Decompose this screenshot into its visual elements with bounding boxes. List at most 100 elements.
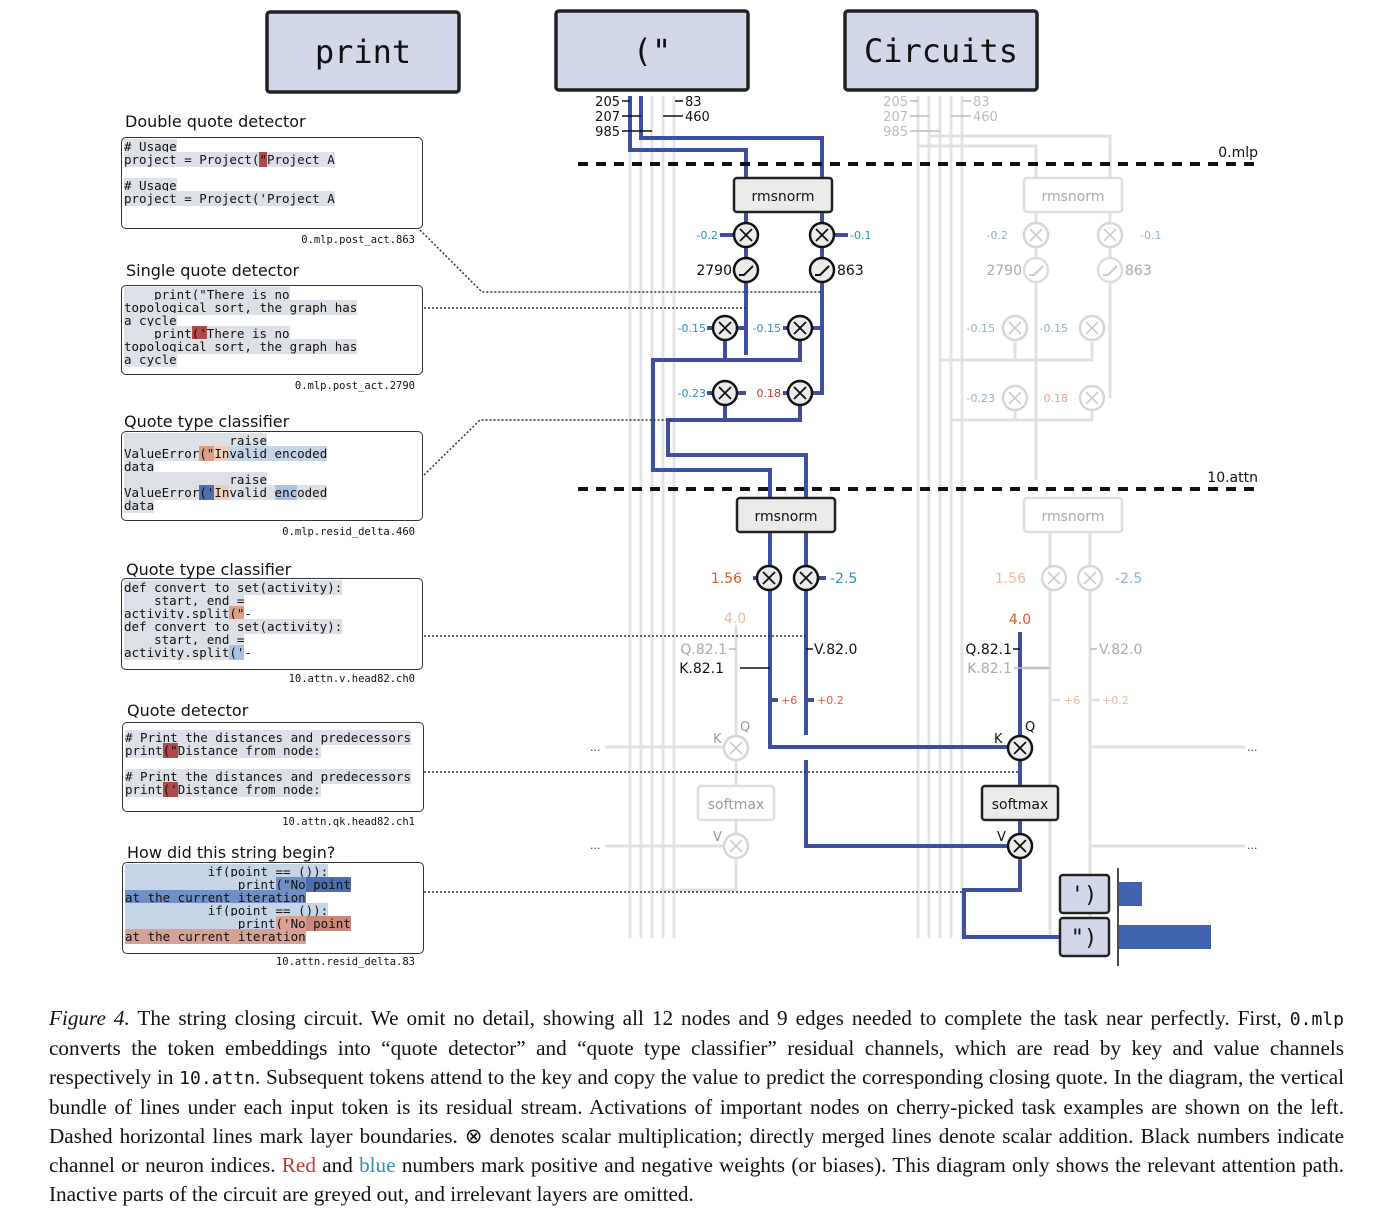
- code-line: data: [124, 498, 155, 513]
- mul-node-attn-v[interactable]: [792, 564, 820, 592]
- k-label-inactive: K: [713, 732, 722, 747]
- residual-stream-token-1: [628, 96, 676, 938]
- caption-text: and: [315, 1153, 360, 1177]
- weight-out-2a-inactive: -0.23: [967, 392, 995, 405]
- rmsnorm-label: rmsnorm: [1041, 509, 1104, 525]
- mul-node-mlp-out-1b[interactable]: [786, 314, 814, 342]
- token-highlight: (': [199, 485, 215, 500]
- code-line: def convert to set(activity):: [124, 619, 343, 634]
- token-highlight: ('No: [275, 916, 306, 931]
- token-highlight: at the current iteration: [125, 890, 306, 905]
- token-label: (": [633, 32, 672, 70]
- mul-node-mlp-out-2a[interactable]: [711, 379, 739, 407]
- neuron-label-2790-inactive: 2790: [986, 263, 1022, 279]
- rmsnorm-label: rmsnorm: [751, 189, 814, 205]
- output-prob-bar-1: [1119, 925, 1211, 949]
- code-line: Distance from node:: [177, 743, 321, 758]
- mul-node-mlp-in-b[interactable]: [808, 221, 836, 249]
- code-line: data: [124, 459, 155, 474]
- mul-node-v-inactive: [722, 832, 750, 860]
- output-token-1[interactable]: "): [1058, 916, 1111, 958]
- figure-caption: Figure 4. The string closing circuit. We…: [49, 1004, 1344, 1209]
- ellipsis-left-v: ...: [590, 839, 601, 852]
- mul-node-mlp-out-1b-inactive: [1078, 314, 1106, 342]
- softmax[interactable]: softmax: [980, 784, 1060, 822]
- bias-v-inactive: +0.2: [1102, 694, 1129, 707]
- channel-q-inactive: Q.82.1: [680, 642, 727, 658]
- token-circuits[interactable]: Circuits: [843, 9, 1039, 92]
- channel-v: V.82.0: [814, 642, 857, 658]
- weight-pos-1.56-inactive: 1.56: [995, 571, 1026, 587]
- neuron-2790[interactable]: [732, 256, 760, 284]
- code-line: raise: [124, 433, 267, 448]
- panel-caption-resid-delta-460: 0.mlp.resid_delta.460: [282, 526, 415, 538]
- code-line: activity.split: [124, 645, 230, 660]
- mul-node-attn-k[interactable]: [755, 564, 783, 592]
- channel-label-207-inactive: 207: [883, 110, 908, 125]
- weight-neg-2.5: -2.5: [830, 571, 857, 587]
- mul-node-mlp-in-a[interactable]: [732, 221, 760, 249]
- rmsnorm-mlp[interactable]: rmsnorm: [732, 176, 834, 214]
- token-highlight: (': [191, 326, 207, 341]
- token-print[interactable]: print: [265, 10, 461, 94]
- mul-node-qk[interactable]: [1006, 734, 1034, 762]
- layer-label-0-mlp: 0.mlp: [1218, 145, 1258, 161]
- token-open-quote[interactable]: (": [554, 9, 750, 92]
- panel-quote-type-classifier-attn: def convert to set(activity): start, end…: [121, 578, 423, 670]
- channel-ticks: [622, 100, 1020, 669]
- code-line: topological sort, the graph has: [124, 339, 358, 354]
- code-line: valid encoded: [229, 446, 328, 461]
- neuron-2790-inactive: [1022, 256, 1050, 284]
- weight-out-1a: -0.15: [678, 322, 706, 335]
- softmax-label: softmax: [992, 797, 1049, 813]
- neuron-label-2790: 2790: [696, 263, 732, 279]
- channel-label-207: 207: [595, 110, 620, 125]
- channel-label-83-inactive: 83: [973, 95, 990, 110]
- caption-code: 10.attn: [179, 1068, 256, 1089]
- weight-neg-0.2: -0.2: [697, 229, 718, 242]
- token-highlight: ("No: [275, 877, 306, 892]
- code-line: print("There is no: [124, 287, 290, 302]
- inactive-attn-token1: [605, 625, 738, 892]
- rmsnorm-label: rmsnorm: [1041, 189, 1104, 205]
- token-label: print: [315, 33, 411, 71]
- rmsnorm-mlp-inactive: rmsnorm: [1022, 176, 1124, 214]
- softmax-label: softmax: [708, 797, 765, 813]
- mul-node-mlp-in-b-inactive: [1096, 221, 1124, 249]
- mul-node-mlp-out-1a[interactable]: [711, 314, 739, 342]
- weight-neg-0.1-inactive: -0.1: [1140, 229, 1161, 242]
- token-highlight: (": [229, 606, 245, 621]
- channel-q: Q.82.1: [965, 642, 1012, 658]
- neuron-863[interactable]: [808, 256, 836, 284]
- code-line: There is no: [206, 326, 290, 341]
- mul-node-v[interactable]: [1006, 832, 1034, 860]
- q-label: Q: [1025, 720, 1035, 735]
- weight-neg-2.5-inactive: -2.5: [1115, 571, 1142, 587]
- output-token-0[interactable]: '): [1058, 873, 1111, 915]
- token-highlight: ": [259, 152, 267, 167]
- rmsnorm-attn[interactable]: rmsnorm: [735, 496, 837, 534]
- code-line: if(point == ()):: [125, 903, 329, 918]
- rmsnorm-label: rmsnorm: [754, 509, 817, 525]
- channel-label-985-inactive: 985: [883, 125, 908, 140]
- q-bias-inactive: 4.0: [724, 611, 746, 627]
- weight-out-2a: -0.23: [678, 387, 706, 400]
- panel-title-quote-type-classifier-attn: Quote type classifier: [126, 560, 292, 579]
- bias-k-inactive: +6: [1064, 694, 1080, 707]
- code-line: def convert to set(activity):: [124, 580, 343, 595]
- code-line: a cycle: [124, 352, 177, 367]
- mul-node-mlp-out-2b[interactable]: [786, 379, 814, 407]
- panel-how-did-string-begin: if(point == ()): print("No point at the …: [122, 862, 424, 954]
- ellipsis-right-qk: ...: [1247, 741, 1258, 754]
- weight-out-2b: 0.18: [757, 387, 782, 400]
- caption-text: converts the token embeddings into “quot…: [49, 1036, 1344, 1089]
- weight-out-2b-inactive: 0.18: [1044, 392, 1069, 405]
- token-highlight: at the current iteration: [125, 929, 306, 944]
- neuron-label-863: 863: [837, 263, 864, 279]
- channel-label-83: 83: [685, 95, 702, 110]
- code-line: start, end =: [124, 593, 245, 608]
- weight-neg-0.2-inactive: -0.2: [987, 229, 1008, 242]
- code-line: project = Project(: [124, 152, 260, 167]
- panel-quote-type-classifier-mlp: raise ValueError("Invalid encoded data r…: [121, 431, 423, 521]
- v-label: V: [997, 830, 1006, 845]
